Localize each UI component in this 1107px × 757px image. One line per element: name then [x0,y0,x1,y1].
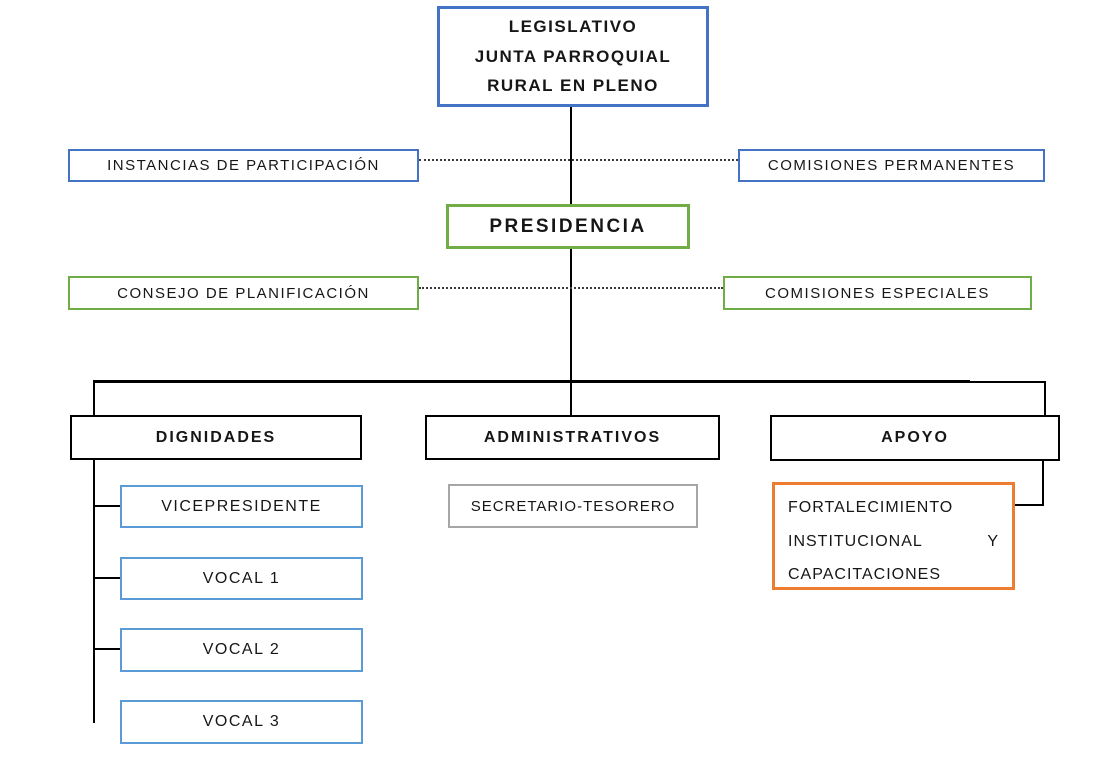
org-box-vicepresidente: VICEPRESIDENTE [120,485,363,528]
org-box-consejo-planificacion: CONSEJO DE PLANIFICACIÓN [68,276,419,310]
connector-trunk-horizontal [93,380,970,383]
connector-fortalecimiento [1015,504,1044,506]
connector-stub-vocal2 [93,648,120,650]
org-box-fortalecimiento: FORTALECIMIENTO INSTITUCIONAL Y CAPACITA… [772,482,1015,590]
connector-stub-vicepresidente [93,505,120,507]
org-box-apoyo: APOYO [770,415,1060,461]
org-box-presidencia: PRESIDENCIA [446,204,690,249]
connector-dotted-row1 [419,159,738,161]
org-box-dignidades: DIGNIDADES [70,415,362,460]
connector-trunk-horizontal-right [968,381,1046,383]
connector-mid-vertical [570,248,572,415]
connector-stub-apoyo [1044,381,1046,415]
connector-stub-vocal1 [93,577,120,579]
org-box-administrativos: ADMINISTRATIVOS [425,415,720,460]
org-box-instancias-participacion: INSTANCIAS DE PARTICIPACIÓN [68,149,419,182]
connector-left-trunk [93,460,95,723]
connector-top-vertical [570,107,572,205]
connector-apoyo-down [1042,461,1044,506]
org-box-vocal2: VOCAL 2 [120,628,363,672]
org-box-vocal3: VOCAL 3 [120,700,363,744]
org-box-vocal1: VOCAL 1 [120,557,363,600]
org-box-legislativo: LEGISLATIVO JUNTA PARROQUIAL RURAL EN PL… [437,6,709,107]
connector-dotted-row2 [419,287,723,289]
org-box-secretario-tesorero: SECRETARIO-TESORERO [448,484,698,528]
org-box-comisiones-especiales: COMISIONES ESPECIALES [723,276,1032,310]
org-box-comisiones-permanentes: COMISIONES PERMANENTES [738,149,1045,182]
org-box-fortalecimiento-label: FORTALECIMIENTO INSTITUCIONAL Y CAPACITA… [788,499,999,584]
connector-stub-dignidades [93,380,95,415]
